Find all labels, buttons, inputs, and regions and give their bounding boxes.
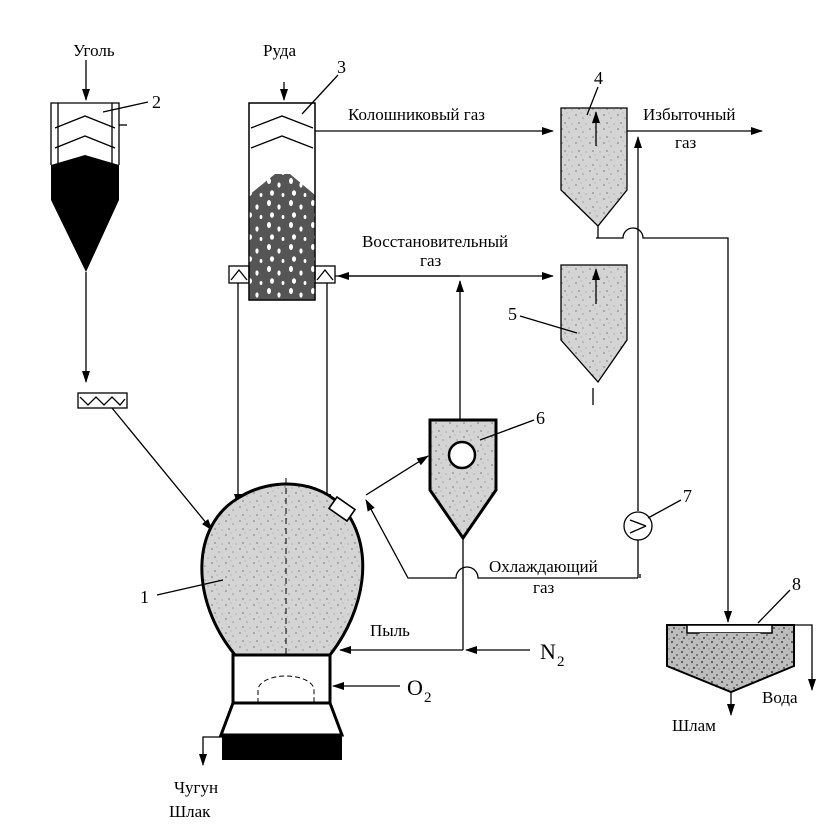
- number-5: 5: [508, 304, 517, 324]
- leader-5: [519, 315, 578, 334]
- cooling-gas-line: [365, 499, 638, 579]
- settler-8: [666, 624, 816, 716]
- leader-1: [156, 579, 224, 596]
- label-cooling-gas-2: газ: [533, 578, 555, 597]
- gasifier-to-cyclone6: [365, 455, 429, 496]
- label-nitrogen: N: [540, 639, 556, 664]
- number-2: 2: [152, 92, 161, 112]
- leader-2: [102, 101, 149, 113]
- label-water: Вода: [762, 688, 798, 707]
- leader-4: [586, 86, 599, 116]
- label-oxygen-sub: 2: [424, 690, 432, 706]
- cyclone-4: [560, 107, 628, 238]
- label-cooling-gas-1: Охлаждающий: [489, 557, 598, 576]
- label-dust: Пыль: [370, 621, 410, 640]
- number-4: 4: [594, 68, 603, 88]
- iron-slag-tap: [199, 736, 222, 766]
- label-slag: Шлак: [169, 802, 211, 821]
- coal-bunker: [50, 102, 127, 383]
- melter-gasifier: [200, 478, 365, 760]
- label-excess-gas-2: газ: [675, 133, 697, 152]
- sludge-line: [596, 227, 732, 623]
- number-3: 3: [337, 57, 346, 77]
- cyclone-5: [560, 264, 628, 405]
- label-reducing-gas-2: газ: [420, 251, 442, 270]
- ore-shaft: [228, 102, 336, 506]
- label-sludge: Шлам: [672, 716, 716, 735]
- cyclone-6: [428, 418, 498, 650]
- label-excess-gas-1: Избыточный: [643, 105, 736, 124]
- leader-6: [479, 419, 535, 441]
- number-7: 7: [683, 486, 692, 506]
- compressor-7: [623, 511, 653, 578]
- number-6: 6: [536, 408, 545, 428]
- label-ore: Руда: [263, 41, 297, 60]
- label-coal: Уголь: [73, 41, 115, 60]
- label-reducing-gas-1: Восстановительный: [362, 232, 508, 251]
- label-oxygen: O: [407, 675, 423, 700]
- label-iron: Чугун: [174, 778, 218, 797]
- leader-7: [647, 499, 682, 519]
- label-top-gas: Колошниковый газ: [348, 105, 485, 124]
- coal-feeder: [77, 392, 213, 531]
- number-1: 1: [140, 587, 149, 607]
- label-nitrogen-sub: 2: [557, 654, 565, 670]
- number-8: 8: [792, 574, 801, 594]
- leader-8: [757, 589, 791, 624]
- leader-3: [301, 74, 339, 115]
